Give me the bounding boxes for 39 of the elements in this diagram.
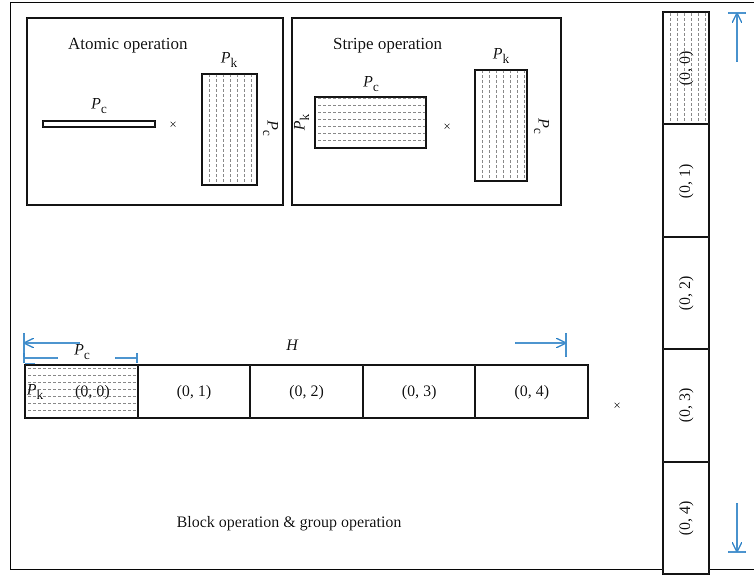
- matrix-cell: [662, 11, 710, 126]
- cell-text: (0, 1): [678, 163, 694, 198]
- multiply-sign: ×: [613, 398, 621, 412]
- dimension-label: P$_{k}$: [492, 46, 510, 66]
- multiply-sign: ×: [443, 120, 451, 132]
- matrix-cell: [249, 364, 364, 419]
- cell-text: (0, 3): [678, 388, 694, 423]
- matrix-cell: [136, 364, 252, 419]
- cell-text: (0, 2): [678, 276, 694, 310]
- operation-panel: [291, 17, 562, 206]
- dimension-label: P$_{c}$: [74, 342, 90, 362]
- multiply-sign: ×: [169, 118, 177, 130]
- cell-text: (0, 4): [678, 500, 694, 536]
- cell-text: (0, 4): [514, 384, 550, 400]
- operation-panel: [26, 17, 284, 206]
- matrix-cell: [24, 364, 139, 419]
- dimension-label: H: [286, 338, 298, 354]
- matrix-cell: [662, 236, 710, 350]
- matrix-cell: [662, 348, 710, 463]
- panel-title: Stripe operation: [333, 35, 442, 52]
- vector-bar: [42, 120, 156, 128]
- dimension-label: P$_{c}$: [363, 74, 379, 94]
- dimension-label: P$_{c}$: [91, 96, 107, 116]
- matrix-cell: [362, 364, 476, 419]
- panel-title: Atomic operation: [68, 35, 188, 52]
- caption-text: Block operation & group operation: [176, 515, 402, 531]
- matrix-cell: [662, 123, 710, 238]
- matrix-cell: [662, 460, 710, 575]
- dimension-label: P$_{k}$: [220, 50, 238, 70]
- dimension-label: P$_{k}$: [26, 382, 44, 402]
- cell-text: (0, 2): [289, 384, 324, 400]
- stripe-block: [314, 96, 427, 149]
- cell-text: (0, 1): [176, 384, 212, 400]
- cell-text: (0, 0): [75, 384, 110, 400]
- matrix-cell: [474, 364, 589, 419]
- cell-text: (0, 3): [402, 384, 436, 400]
- cell-text: (0, 0): [678, 50, 694, 86]
- weight-tile: [474, 69, 528, 182]
- weight-tile: [201, 73, 258, 186]
